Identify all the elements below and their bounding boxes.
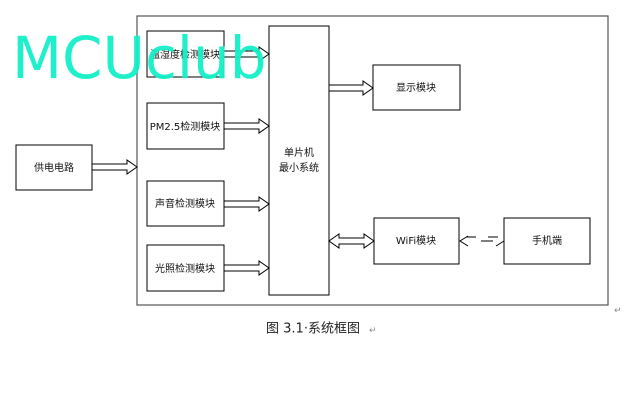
system-boundary-frame <box>136 15 609 306</box>
power-arrow <box>91 159 138 175</box>
mcu-label-line2: 最小系统 <box>279 161 319 174</box>
pm25-block <box>146 102 225 150</box>
light-block <box>146 244 225 292</box>
wifi-block <box>373 217 460 265</box>
light-label: 光照检测模块 <box>155 262 215 275</box>
display-block <box>372 64 461 111</box>
mcu-wifi-bidirectional-arrow <box>328 233 375 249</box>
display-arrow <box>328 80 374 96</box>
mcu-block <box>268 25 330 296</box>
light-arrow <box>223 260 270 276</box>
wireless-link-dashed <box>459 235 505 247</box>
temp-humidity-arrow <box>223 46 270 62</box>
temp-humidity-label: 温湿度检测模块 <box>150 48 220 61</box>
mcu-label-line1: 单片机 <box>284 146 314 159</box>
sound-block <box>146 180 225 227</box>
pm25-label: PM2.5检测模块 <box>150 120 221 133</box>
phone-label: 手机端 <box>532 234 562 247</box>
power-supply-block <box>15 144 93 191</box>
sound-label: 声音检测模块 <box>155 197 215 210</box>
sound-arrow <box>223 196 270 212</box>
temp-humidity-block <box>146 30 225 78</box>
caption-paragraph-mark: ↵ <box>369 326 377 336</box>
mcuclub-watermark: MCUclub <box>12 24 267 92</box>
figure-caption: 图 3.1·系统框图 <box>266 322 360 337</box>
display-label: 显示模块 <box>396 82 436 94</box>
wifi-label: WiFi模块 <box>396 235 436 247</box>
power-supply-label: 供电电路 <box>34 161 74 174</box>
pm25-arrow <box>223 118 270 134</box>
paragraph-mark: ↵ <box>614 306 622 316</box>
